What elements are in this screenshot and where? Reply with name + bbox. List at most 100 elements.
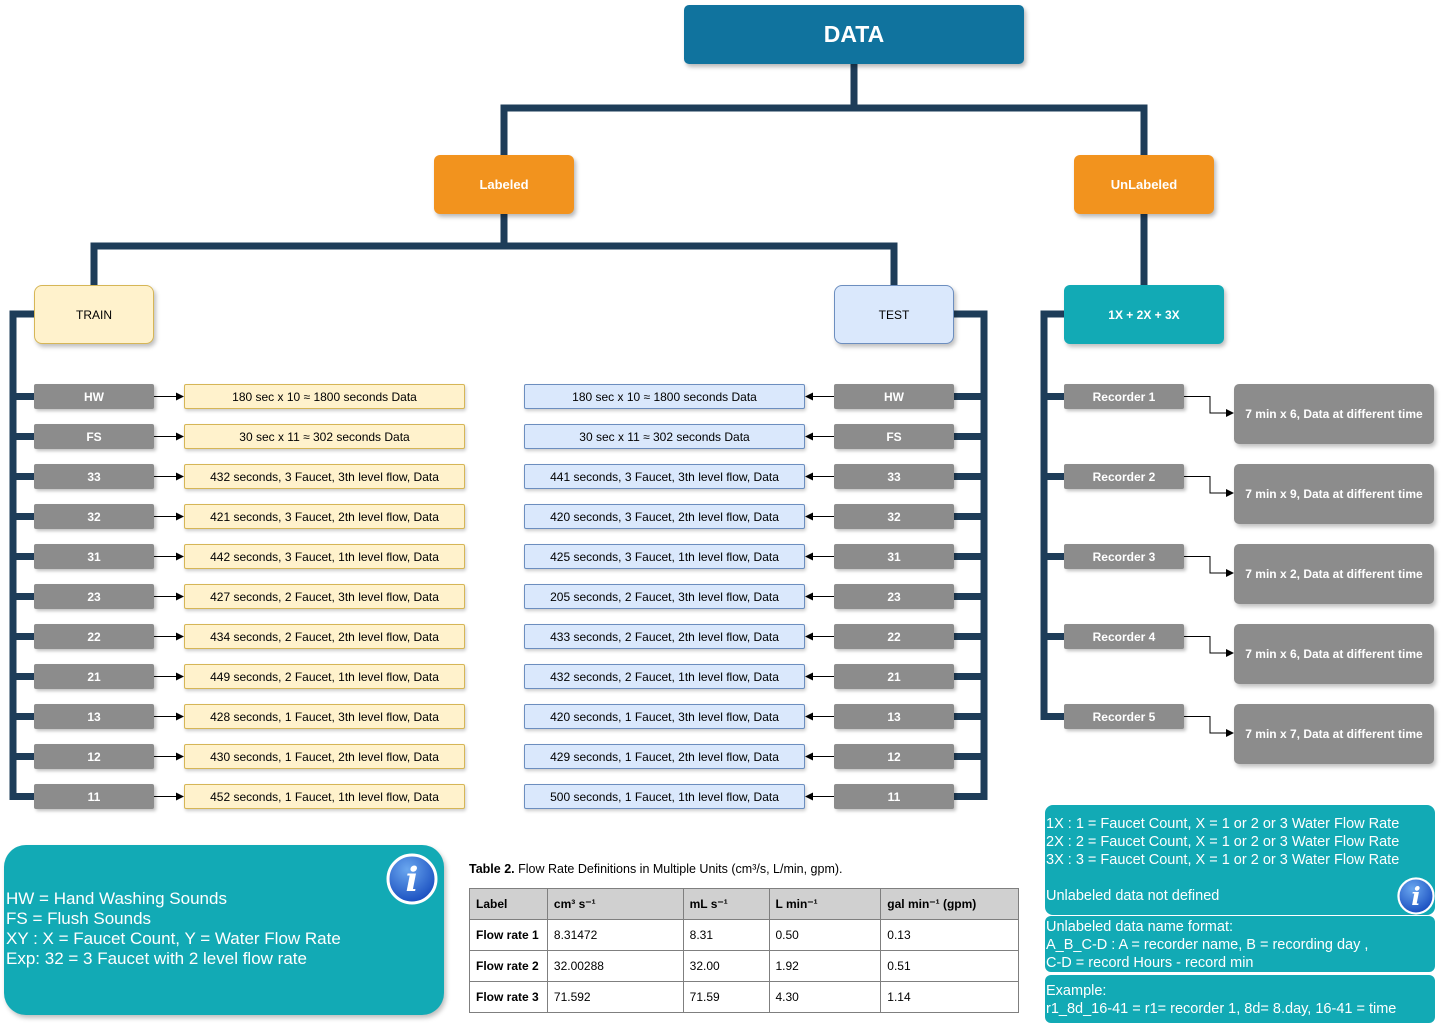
test-data-box: 500 seconds, 1 Faucet, 1th level flow, D… (524, 784, 805, 809)
train-category-21: 21 (34, 664, 154, 689)
test-category-23: 23 (834, 584, 954, 609)
example-panel: Example: r1_8d_16-41 = r1= recorder 1, 8… (1045, 975, 1435, 1023)
train-data-box: 430 seconds, 1 Faucet, 2th level flow, D… (184, 744, 465, 769)
recorder-arrow (1184, 556, 1234, 577)
format-line: A_B_C-D : A = recorder name, B = recordi… (1046, 937, 1369, 953)
table-cell: 4.30 (768, 981, 882, 1013)
recorder-1-node: Recorder 1 (1064, 384, 1184, 409)
test-category-22: 22 (834, 624, 954, 649)
table-cell: 1.92 (768, 950, 882, 982)
table-cell: Flow rate 1 (469, 919, 548, 951)
test-category-hw: HW (834, 384, 954, 409)
row-connectors (13, 392, 1234, 801)
test-category-33: 33 (834, 464, 954, 489)
table-cell: 0.51 (880, 950, 1019, 982)
train-data-box: 434 seconds, 2 Faucet, 2th level flow, D… (184, 624, 465, 649)
train-category-13: 13 (34, 704, 154, 729)
recorder-arrow (1184, 636, 1234, 657)
table-cell: 71.592 (546, 981, 684, 1013)
format-line: Unlabeled data name format: (1046, 919, 1233, 935)
test-data-box: 30 sec x 11 ≈ 302 seconds Data (524, 424, 805, 449)
train-category-fs: FS (34, 424, 154, 449)
test-category-21: 21 (834, 664, 954, 689)
recorder-arrow (1184, 396, 1234, 417)
test-category-13: 13 (834, 704, 954, 729)
train-category-hw: HW (34, 384, 154, 409)
test-data-box: 432 seconds, 2 Faucet, 1th level flow, D… (524, 664, 805, 689)
table-cell: Flow rate 3 (469, 981, 548, 1013)
train-category-22: 22 (34, 624, 154, 649)
test-data-box: 425 seconds, 3 Faucet, 1th level flow, D… (524, 544, 805, 569)
train-data-box: 180 sec x 10 ≈ 1800 seconds Data (184, 384, 465, 409)
train-data-box: 428 seconds, 1 Faucet, 3th level flow, D… (184, 704, 465, 729)
unlabeled-info-panel: 1X : 1 = Faucet Count, X = 1 or 2 or 3 W… (1045, 805, 1435, 915)
test-node: TEST (834, 285, 954, 344)
legend-line: Exp: 32 = 3 Faucet with 2 level flow rat… (6, 949, 307, 968)
legend-panel: HW = Hand Washing Sounds FS = Flush Soun… (4, 845, 444, 1015)
recorder-5-data-box: 7 min x 7, Data at different time (1234, 704, 1434, 764)
example-lines: Example: r1_8d_16-41 = r1= recorder 1, 8… (1046, 982, 1396, 1018)
train-data-box: 449 seconds, 2 Faucet, 1th level flow, D… (184, 664, 465, 689)
train-category-12: 12 (34, 744, 154, 769)
table-cell: 32.00 (682, 950, 770, 982)
train-data-box: 452 seconds, 1 Faucet, 1th level flow, D… (184, 784, 465, 809)
legend-lines: HW = Hand Washing Sounds FS = Flush Soun… (6, 889, 341, 969)
recorder-3-data-box: 7 min x 2, Data at different time (1234, 544, 1434, 604)
table-cell: 8.31472 (546, 919, 684, 951)
info-line: 2X : 2 = Faucet Count, X = 1 or 2 or 3 W… (1046, 834, 1400, 850)
recorder-3-node: Recorder 3 (1064, 544, 1184, 569)
recorder-4-data-box: 7 min x 6, Data at different time (1234, 624, 1434, 684)
test-category-fs: FS (834, 424, 954, 449)
connector-combo-spine (1040, 310, 1064, 720)
table-cell: Flow rate 2 (469, 950, 548, 982)
train-data-box: 421 seconds, 3 Faucet, 2th level flow, D… (184, 504, 465, 529)
info-line: 1X : 1 = Faucet Count, X = 1 or 2 or 3 W… (1046, 816, 1400, 832)
test-data-box: 180 sec x 10 ≈ 1800 seconds Data (524, 384, 805, 409)
table-header-cell: gal min⁻¹ (gpm) (880, 888, 1019, 920)
train-data-box: 427 seconds, 2 Faucet, 3th level flow, D… (184, 584, 465, 609)
svg-text:i: i (1411, 882, 1420, 911)
train-category-11: 11 (34, 784, 154, 809)
table-cell: 71.59 (682, 981, 770, 1013)
table-title-bold: Table 2. (469, 862, 515, 876)
table-header-cell: L min⁻¹ (768, 888, 882, 920)
recorder-arrow (1184, 476, 1234, 497)
example-line: r1_8d_16-41 = r1= recorder 1, 8d= 8.day,… (1046, 1001, 1397, 1017)
test-data-box: 429 seconds, 1 Faucet, 2th level flow, D… (524, 744, 805, 769)
table-cell: 0.13 (880, 919, 1019, 951)
table-cell: 8.31 (682, 919, 770, 951)
info-line: Unlabeled data not defined (1046, 888, 1220, 904)
test-data-box: 205 seconds, 2 Faucet, 3th level flow, D… (524, 584, 805, 609)
name-format-panel: Unlabeled data name format: A_B_C-D : A … (1045, 916, 1435, 972)
recorder-4-node: Recorder 4 (1064, 624, 1184, 649)
test-category-31: 31 (834, 544, 954, 569)
recorder-2-node: Recorder 2 (1064, 464, 1184, 489)
test-category-11: 11 (834, 784, 954, 809)
legend-line: HW = Hand Washing Sounds (6, 889, 227, 908)
info-icon: i (1397, 877, 1435, 915)
test-category-32: 32 (834, 504, 954, 529)
name-format-lines: Unlabeled data name format: A_B_C-D : A … (1046, 918, 1368, 972)
train-node: TRAIN (34, 285, 154, 344)
labeled-node: Labeled (434, 155, 574, 214)
table-title: Table 2. Flow Rate Definitions in Multip… (469, 858, 1021, 880)
test-data-box: 420 seconds, 3 Faucet, 2th level flow, D… (524, 504, 805, 529)
table-cell: 1.14 (880, 981, 1019, 1013)
train-data-box: 30 sec x 11 ≈ 302 seconds Data (184, 424, 465, 449)
info-line: 3X : 3 = Faucet Count, X = 1 or 2 or 3 W… (1046, 852, 1400, 868)
recorder-1-data-box: 7 min x 6, Data at different time (1234, 384, 1434, 444)
svg-text:i: i (406, 860, 419, 900)
combo-node: 1X + 2X + 3X (1064, 285, 1224, 344)
info-icon: i (386, 853, 438, 905)
train-data-box: 432 seconds, 3 Faucet, 3th level flow, D… (184, 464, 465, 489)
format-line: C-D = record Hours - record min (1046, 955, 1254, 971)
table-header-cell: Label (469, 888, 548, 920)
unlabeled-node: UnLabeled (1074, 155, 1214, 214)
